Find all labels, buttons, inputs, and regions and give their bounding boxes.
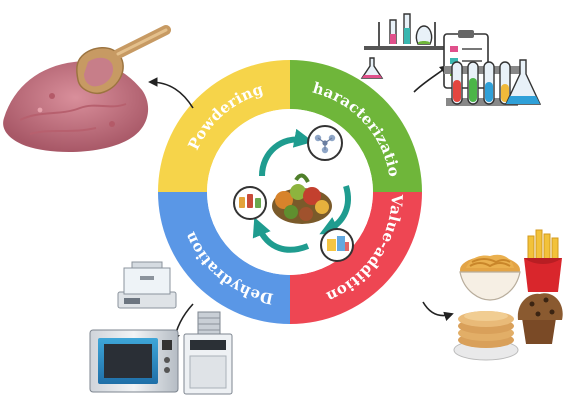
ring-segment-characterization <box>290 60 422 192</box>
oven-and-freeze-dryer-icon <box>89 261 233 395</box>
cycle-ring <box>158 60 422 324</box>
ring-segment-dehydration <box>158 192 290 324</box>
laboratory-glassware-icon <box>360 13 542 106</box>
ring-segment-value-addition <box>290 192 422 324</box>
ring-segment-powdering <box>158 60 290 192</box>
baked-foods-icon <box>453 229 563 361</box>
recycling-food-waste-icon <box>233 125 354 262</box>
powder-with-scoop-icon <box>3 25 171 152</box>
